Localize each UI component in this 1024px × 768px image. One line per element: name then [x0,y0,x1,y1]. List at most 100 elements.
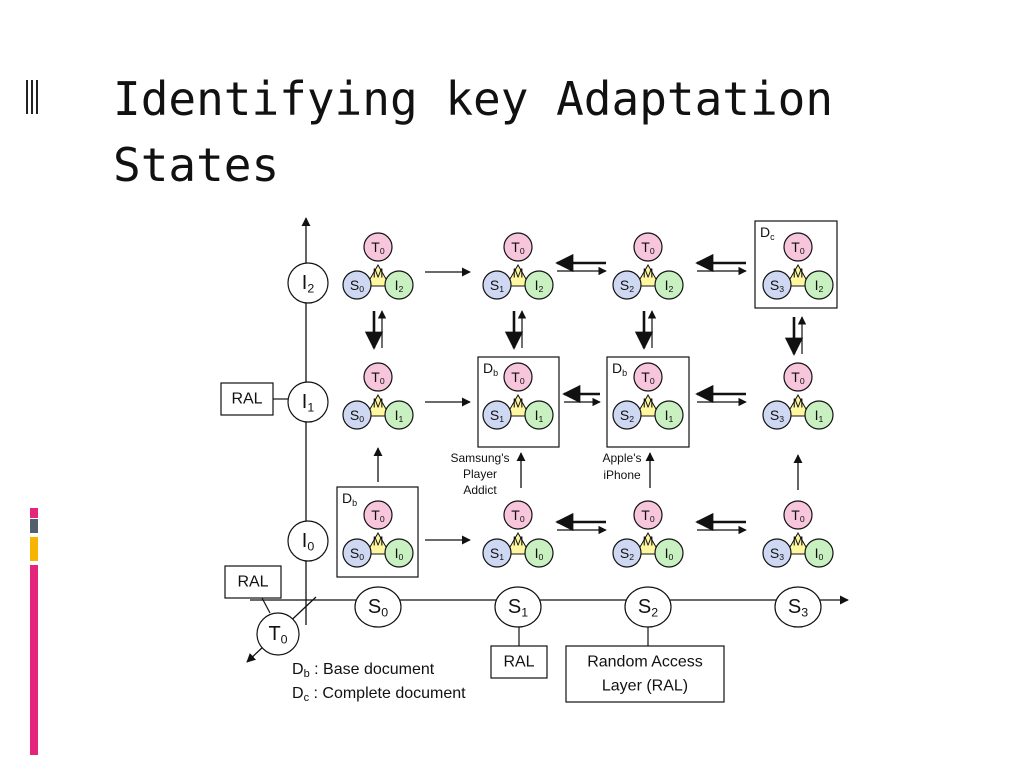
annotation-apple-line1: Apple's [603,451,642,465]
s-label: S2 [620,277,634,294]
t-label: T0 [371,507,385,524]
s-label: S3 [770,407,784,424]
s-node [762,538,792,568]
s-label: S0 [350,407,364,424]
accent-bar-pink-small [30,508,38,518]
annotation-samsung-line3: Addict [463,483,497,497]
ral-box-s2 [565,645,725,703]
s-label: S1 [490,407,504,424]
axis-label-t0: T0 [268,623,287,647]
m-core [365,393,391,417]
bullet-marker [26,80,42,114]
s-label: S0 [350,545,364,562]
slide-title: Identifying key Adaptation States [113,72,834,192]
s-label: S2 [620,407,634,424]
doc-box-s1-i1-label: Db [483,360,498,378]
t-node [503,500,533,530]
doc-box-s0-i0 [336,486,419,578]
ral-label-t0: RAL [237,574,268,591]
i-node [524,400,554,430]
m-label: M [373,534,384,549]
s-node [482,270,512,300]
m-label: M [643,534,654,549]
i-node [384,400,414,430]
axis-label-s1: S1 [508,596,528,620]
doc-box-s3-i2 [754,220,838,309]
t-label: T0 [791,369,805,386]
t-label: T0 [641,507,655,524]
axis-label-s3: S3 [788,596,808,620]
i-node [524,270,554,300]
ral-box-line1: Random Access [587,654,703,671]
doc-box-s1-i1 [477,356,560,448]
t-node [503,232,533,262]
s-node [342,270,372,300]
axis-state-i0 [287,520,329,562]
t-node [783,232,813,262]
accent-bar-orange [30,537,38,561]
m-core [635,393,661,417]
s-label: S1 [490,545,504,562]
i-label: I1 [665,407,674,424]
i-label: I2 [815,277,824,294]
i-label: I1 [815,407,824,424]
t-node [363,500,393,530]
i-label: I0 [665,545,674,562]
t-node [633,362,663,392]
t-node [633,232,663,262]
m-label: M [373,266,384,281]
t-label: T0 [641,369,655,386]
axis-state-i1 [287,381,329,423]
t-node [783,500,813,530]
s-label: S3 [770,545,784,562]
annotation-samsung-line1: Samsung's [451,451,510,465]
m-label: M [793,266,804,281]
legend-db: Db : Base document [292,661,435,680]
doc-box-s3-i2-label: Dc [760,224,775,242]
m-label: M [513,396,524,411]
m-core [365,263,391,287]
s-node [342,400,372,430]
i-label: I2 [665,277,674,294]
i-node [524,538,554,568]
s-node [612,270,642,300]
s-node [482,400,512,430]
axis-state-s1 [494,586,542,628]
axis-label-i1: I1 [302,391,315,415]
axis-label-i2: I2 [302,272,315,296]
m-core [635,263,661,287]
t-label: T0 [511,239,525,256]
ral-label-s1: RAL [503,654,534,671]
t-node [503,362,533,392]
t-label: T0 [791,507,805,524]
m-core [505,531,531,555]
doc-box-s2-i1 [606,356,690,448]
i-node [654,400,684,430]
s-label: S3 [770,277,784,294]
axis-state-s0 [354,586,402,628]
i-label: I1 [535,407,544,424]
ral-label-i1: RAL [231,391,262,408]
accent-bar-pink [30,565,38,755]
i-label: I0 [395,545,404,562]
m-label: M [513,266,524,281]
i-node [384,270,414,300]
i-label: I0 [535,545,544,562]
ral-box-s1 [490,645,548,679]
t-label: T0 [511,369,525,386]
annotation-apple-line2: iPhone [603,468,641,482]
s-label: S1 [490,277,504,294]
axis-label-i0: I0 [302,530,315,554]
t-label: T0 [371,369,385,386]
m-core [365,531,391,555]
axis-state-s3 [774,586,822,628]
doc-box-s2-i1-label: Db [612,360,627,378]
ral-box-line2: Layer (RAL) [602,678,688,695]
